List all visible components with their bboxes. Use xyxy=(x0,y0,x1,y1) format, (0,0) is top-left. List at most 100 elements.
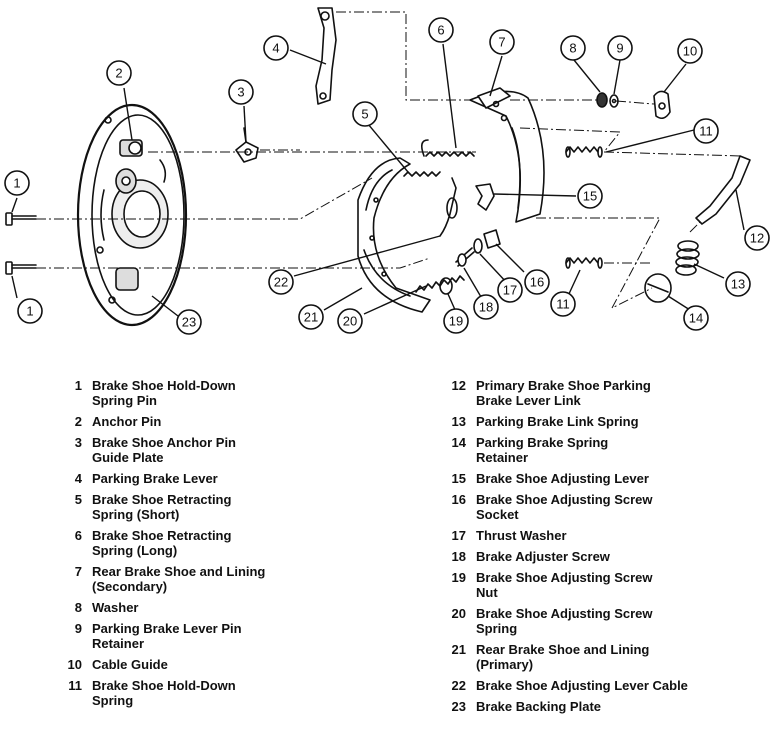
callout-13: 13 xyxy=(731,277,745,292)
parking-brake-lever xyxy=(315,7,337,105)
legend-label: Brake Shoe Anchor Pin Guide Plate xyxy=(92,435,236,465)
callout-2: 2 xyxy=(115,66,122,81)
legend-num: 10 xyxy=(67,657,82,672)
callout-3: 3 xyxy=(237,85,244,100)
legend-item: 13 Parking Brake Link Spring xyxy=(440,414,765,429)
callout-4: 4 xyxy=(272,41,279,56)
legend-item: 3 Brake Shoe Anchor Pin Guide Plate xyxy=(56,435,386,465)
legend-num: 22 xyxy=(451,678,466,693)
adjusting-lever xyxy=(475,183,495,211)
callout-16: 16 xyxy=(530,275,544,290)
legend-num: 11 xyxy=(68,678,82,693)
legend-num: 9 xyxy=(74,621,82,636)
parking-brake-lever-pin-retainer xyxy=(609,94,619,108)
legend-label: Brake Backing Plate xyxy=(476,699,602,714)
brake-backing-plate xyxy=(76,103,188,327)
callout-8: 8 xyxy=(569,41,576,56)
legend-num: 19 xyxy=(451,570,466,585)
callout-10: 10 xyxy=(683,44,697,59)
retracting-spring-long xyxy=(420,139,475,157)
legend-label: Brake Shoe Hold-Down Spring xyxy=(92,678,236,708)
callout-21: 21 xyxy=(304,310,318,325)
hold-down-spring-upper xyxy=(565,146,603,158)
adjusting-screw-spring xyxy=(415,275,465,293)
parking-brake-spring-retainer xyxy=(644,273,672,303)
parking-brake-lever-link xyxy=(695,155,751,225)
callout-23: 23 xyxy=(182,315,196,330)
callout-1: 1 xyxy=(26,304,33,319)
callout-11: 11 xyxy=(556,297,570,312)
primary-brake-shoe xyxy=(357,157,431,313)
legend-num: 17 xyxy=(451,528,466,543)
legend-num: 21 xyxy=(451,642,466,657)
legend-label: Brake Shoe Hold-Down Spring Pin xyxy=(92,378,236,408)
callout-19: 19 xyxy=(449,314,463,329)
thrust-washer xyxy=(473,238,483,254)
callout-15: 15 xyxy=(583,189,597,204)
legend-label: Parking Brake Link Spring xyxy=(476,414,639,429)
legend-num: 2 xyxy=(74,414,82,429)
legend-num: 14 xyxy=(451,435,466,450)
legend-num: 12 xyxy=(451,378,466,393)
legend-label: Parking Brake Lever Pin Retainer xyxy=(92,621,242,651)
legend-label: Washer xyxy=(92,600,139,615)
legend-num: 23 xyxy=(451,699,466,714)
callout-22: 22 xyxy=(274,275,288,290)
callout-18: 18 xyxy=(479,300,493,315)
adjuster-screw xyxy=(455,247,475,267)
callout-14: 14 xyxy=(689,311,703,326)
callout-12: 12 xyxy=(750,231,764,246)
legend-label: Primary Brake Shoe Parking Brake Lever L… xyxy=(476,378,651,408)
callout-7: 7 xyxy=(498,35,505,50)
hold-down-spring-lower xyxy=(565,257,603,269)
legend-label: Brake Adjuster Screw xyxy=(476,549,610,564)
legend-item: 1 Brake Shoe Hold-Down Spring Pin xyxy=(56,378,386,408)
retracting-spring-short xyxy=(403,171,441,177)
callout-17: 17 xyxy=(503,283,517,298)
legend-item: 7 Rear Brake Shoe and Lining (Secondary) xyxy=(56,564,386,594)
legend-item: 6 Brake Shoe Retracting Spring (Long) xyxy=(56,528,386,558)
legend-num: 1 xyxy=(74,378,82,393)
legend-item: 15 Brake Shoe Adjusting Lever xyxy=(440,471,765,486)
legend-label: Brake Shoe Adjusting Screw Nut xyxy=(476,570,653,600)
legend-label: Rear Brake Shoe and Lining (Primary) xyxy=(476,642,650,672)
callout-9: 9 xyxy=(616,41,623,56)
legend-item: 23 Brake Backing Plate xyxy=(440,699,765,714)
legend-item: 22 Brake Shoe Adjusting Lever Cable xyxy=(440,678,765,693)
legend-item: 17 Thrust Washer xyxy=(440,528,765,543)
callout-20: 20 xyxy=(343,314,357,329)
legend-num: 20 xyxy=(451,606,466,621)
legend-label: Brake Shoe Retracting Spring (Long) xyxy=(92,528,232,558)
legend-label: Thrust Washer xyxy=(476,528,567,543)
callout-6: 6 xyxy=(437,23,444,38)
legend-label: Rear Brake Shoe and Lining (Secondary) xyxy=(92,564,266,594)
legend-label: Brake Shoe Adjusting Lever Cable xyxy=(476,678,688,693)
legend-num: 13 xyxy=(451,414,466,429)
legend-num: 6 xyxy=(74,528,82,543)
legend-item: 8 Washer xyxy=(56,600,386,615)
parking-brake-link-spring xyxy=(675,240,700,276)
legend-item: 11 Brake Shoe Hold-Down Spring xyxy=(56,678,386,708)
legend-label: Brake Shoe Adjusting Lever xyxy=(476,471,649,486)
anchor-pin-guide-plate xyxy=(235,127,259,163)
legend-right-column: 12 Primary Brake Shoe Parking Brake Lever… xyxy=(440,378,765,720)
legend-num: 8 xyxy=(74,600,82,615)
legend-item: 9 Parking Brake Lever Pin Retainer xyxy=(56,621,386,651)
legend-num: 7 xyxy=(74,564,82,579)
legend-num: 3 xyxy=(74,435,82,450)
callout-1: 1 xyxy=(13,176,20,191)
legend-num: 4 xyxy=(74,471,82,486)
legend-num: 15 xyxy=(451,471,466,486)
secondary-brake-shoe xyxy=(469,87,545,223)
legend-label: Brake Shoe Adjusting Screw Socket xyxy=(476,492,653,522)
callout-5: 5 xyxy=(361,107,368,122)
